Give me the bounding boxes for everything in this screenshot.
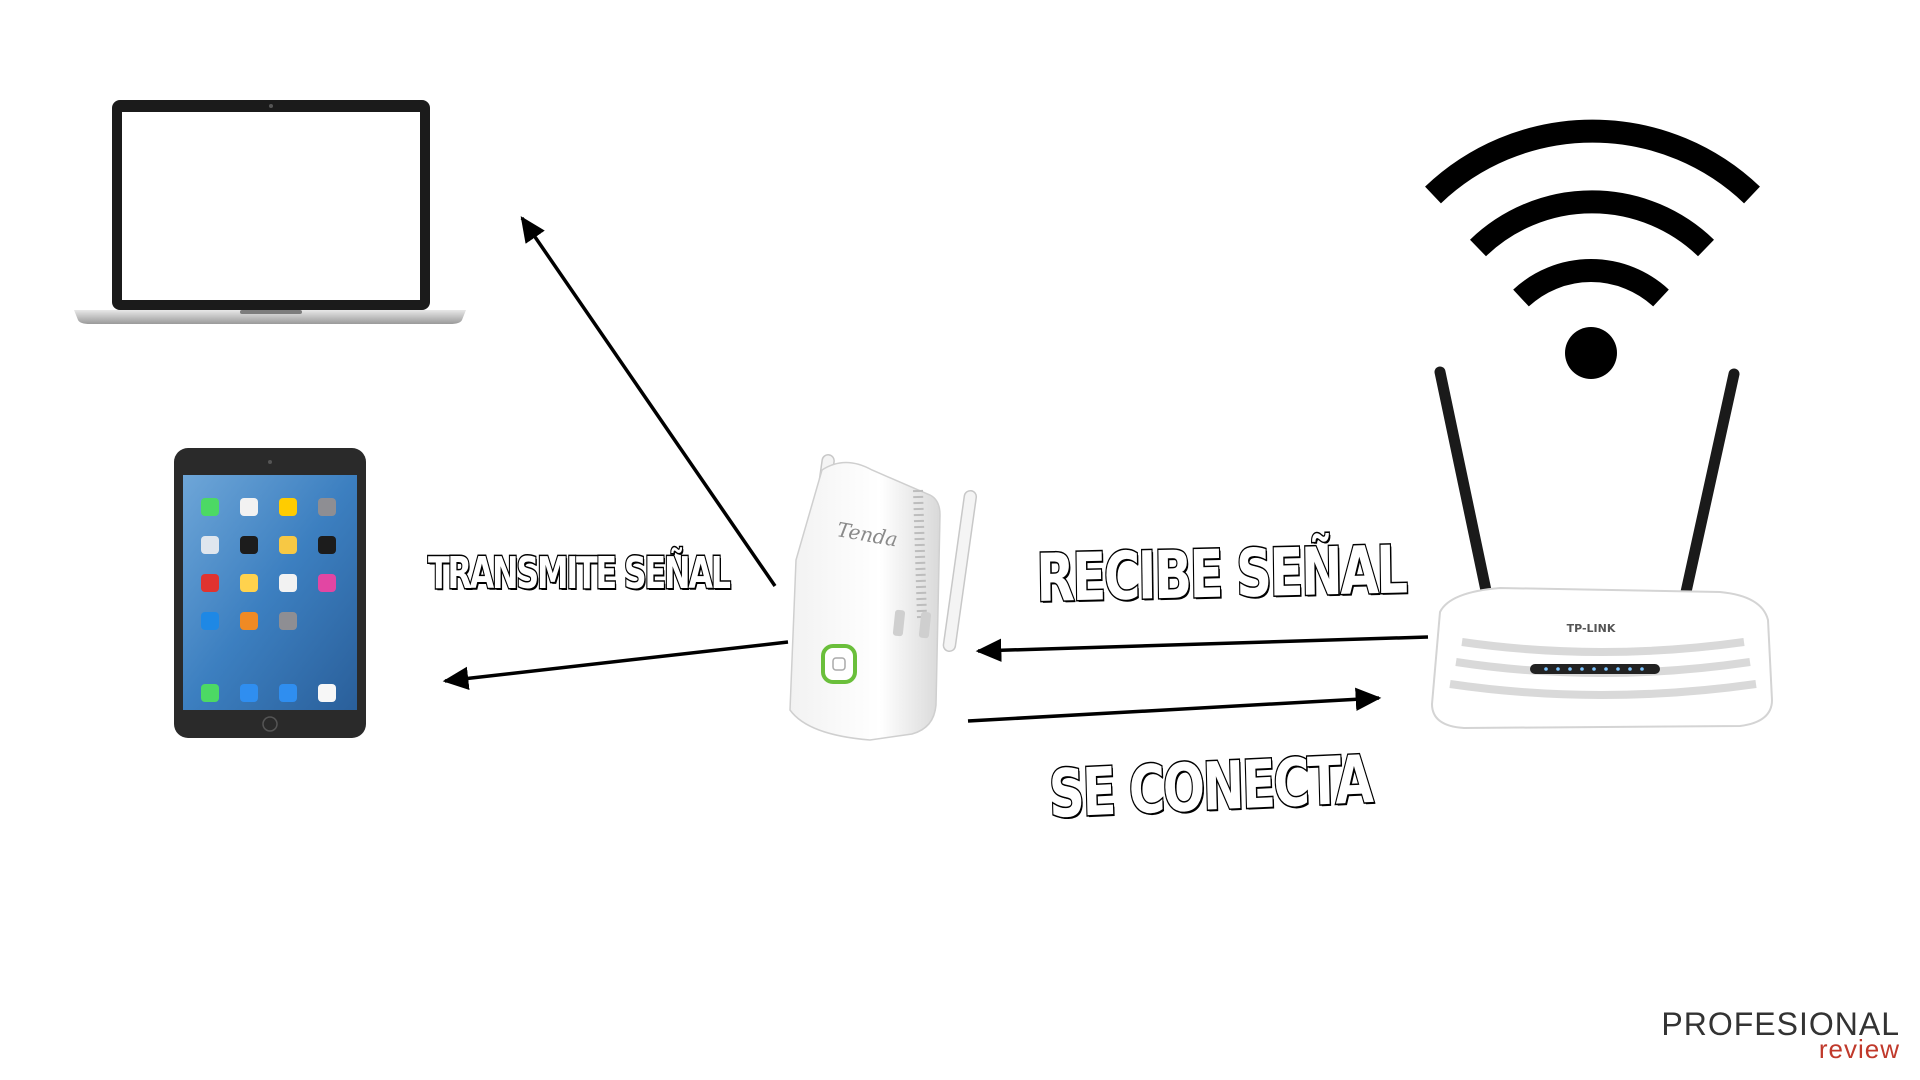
arrow-extender-to-laptop: [520, 216, 777, 587]
logo-sub-text: review: [1818, 1034, 1900, 1064]
wifi-signal-dot: [1565, 327, 1617, 379]
label-recibe-senal: RECIBE SEÑAL: [1035, 530, 1408, 618]
logo-main-text: PROFESIONAL: [1661, 1006, 1900, 1042]
router-icon: TP-LINK: [1430, 366, 1774, 730]
label-transmite-senal: TRANSMITE SEÑAL: [427, 547, 732, 601]
brand-logo: PROFESIONAL review: [1661, 1008, 1900, 1062]
tablet-icon: [174, 448, 366, 738]
arrow-extender-to-router: [967, 687, 1382, 723]
wifi-extender-icon: Tenda: [789, 454, 978, 741]
router-brand: TP-LINK: [1567, 622, 1616, 635]
label-se-conecta: SE CONECTA: [1047, 740, 1374, 835]
arrow-router-to-extender: [975, 635, 1429, 662]
laptop-icon: [74, 100, 466, 324]
arrow-extender-to-tablet: [442, 640, 789, 690]
app-grid: [201, 498, 336, 702]
wifi-signal-icon: [1425, 119, 1760, 307]
